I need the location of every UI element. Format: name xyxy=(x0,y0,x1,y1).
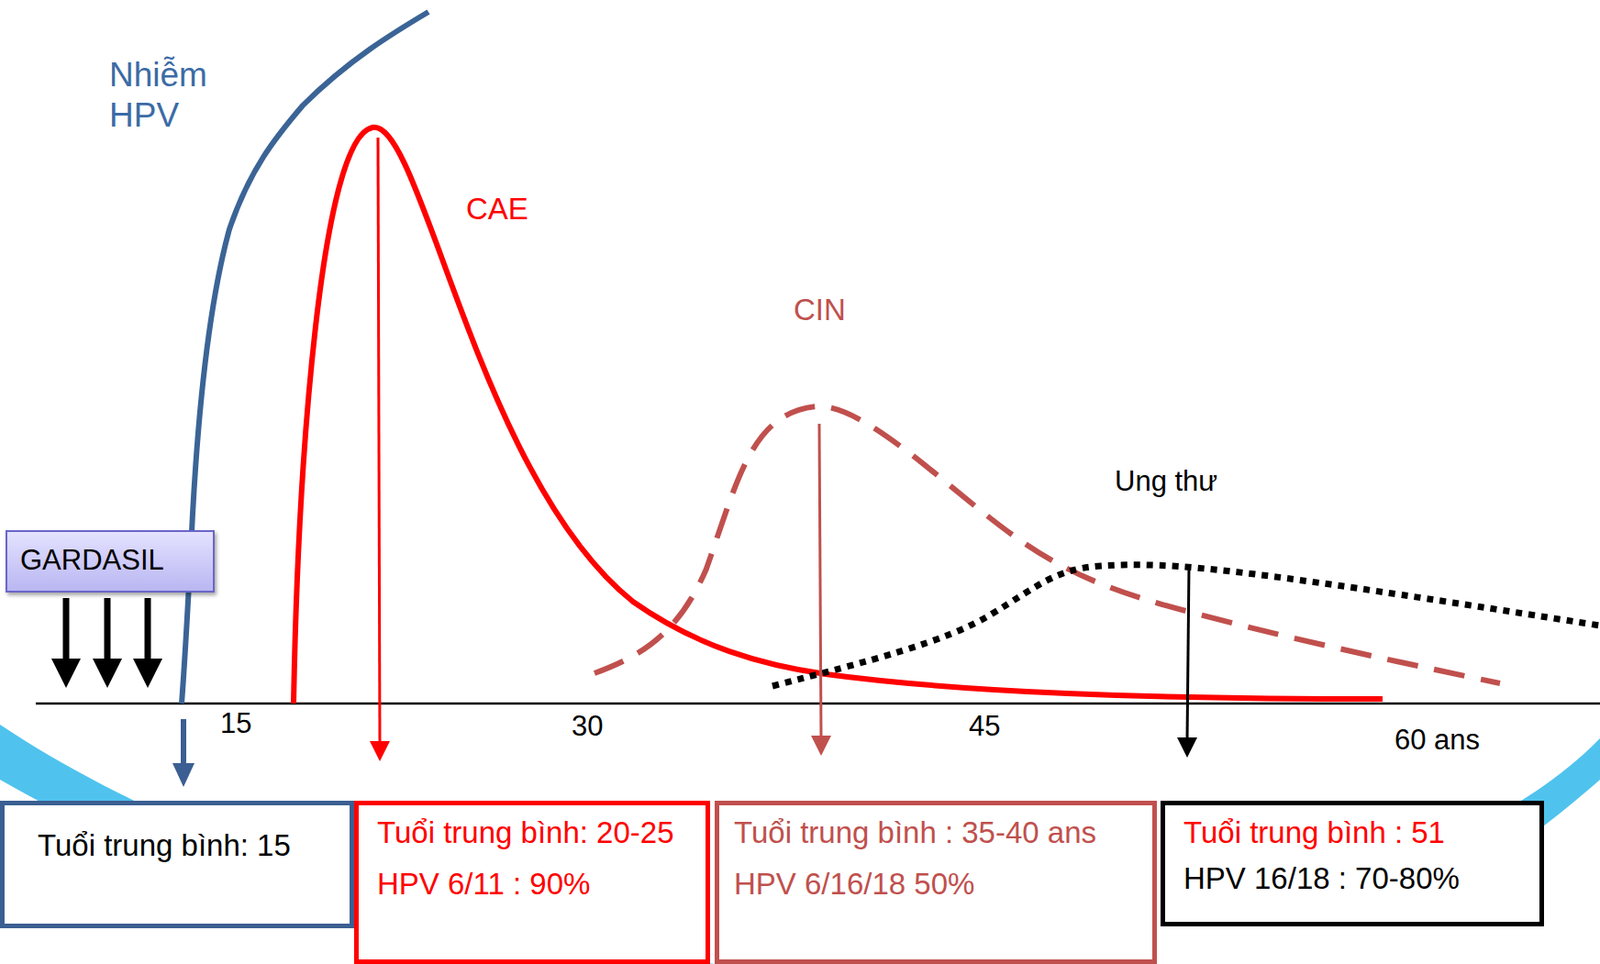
axis-tick-label: 15 xyxy=(220,706,252,741)
mean-age-arrow xyxy=(1187,566,1189,742)
mean-age-arrowhead xyxy=(1177,737,1198,758)
hpv-infection-curve xyxy=(181,11,429,704)
box-heading: Tuổi trung bình : 51 xyxy=(1183,814,1529,852)
box-heading: Tuổi trung bình : 35-40 ans xyxy=(733,814,1142,852)
vaccine-dose-arrows xyxy=(66,598,148,663)
curve-label: Ung thư xyxy=(1114,464,1218,499)
cancer-curve xyxy=(772,565,1600,687)
mean-age-arrow xyxy=(819,423,822,740)
box-heading: Tuổi trung bình: 20-25 xyxy=(377,814,695,852)
box-heading: Tuổi trung bình: 15 xyxy=(37,827,339,865)
age-box: Tuổi trung bình : 35-40 ansHPV 6/16/18 5… xyxy=(714,800,1157,964)
axis-tick-label: 30 xyxy=(571,709,603,744)
vaccine-box: GARDASIL xyxy=(5,530,215,593)
mean-age-arrowhead xyxy=(811,735,832,756)
age-box: Tuổi trung bình: 15 xyxy=(0,800,355,929)
cin-curve xyxy=(594,406,1500,684)
mean-age-arrow xyxy=(377,137,380,745)
background-swoosh xyxy=(0,724,716,964)
box-detail: HPV 16/18 : 70-80% xyxy=(1183,860,1529,898)
age-axis xyxy=(35,702,1600,706)
age-box: Tuổi trung bình : 51 HPV 16/18 : 70-80% xyxy=(1160,800,1545,927)
axis-tick-label: 45 xyxy=(968,709,1000,744)
box-heading: GARDASIL xyxy=(20,543,204,578)
age-box: Tuổi trung bình: 20-25HPV 6/11 : 90% xyxy=(354,800,711,964)
box-detail: HPV 6/16/18 50% xyxy=(733,866,1142,903)
mean-age-arrowhead xyxy=(172,763,195,788)
box-detail: HPV 6/11 : 90% xyxy=(377,866,695,903)
curve-label: CAE xyxy=(466,190,529,228)
curve-label: CIN xyxy=(793,291,846,329)
vaccine-dose-arrowheads xyxy=(51,658,163,689)
mean-age-arrow xyxy=(180,719,187,767)
curve-label: Nhiễm HPV xyxy=(109,55,247,137)
axis-tick-label: 60 ans xyxy=(1394,722,1480,757)
mean-age-arrowhead xyxy=(369,741,390,762)
